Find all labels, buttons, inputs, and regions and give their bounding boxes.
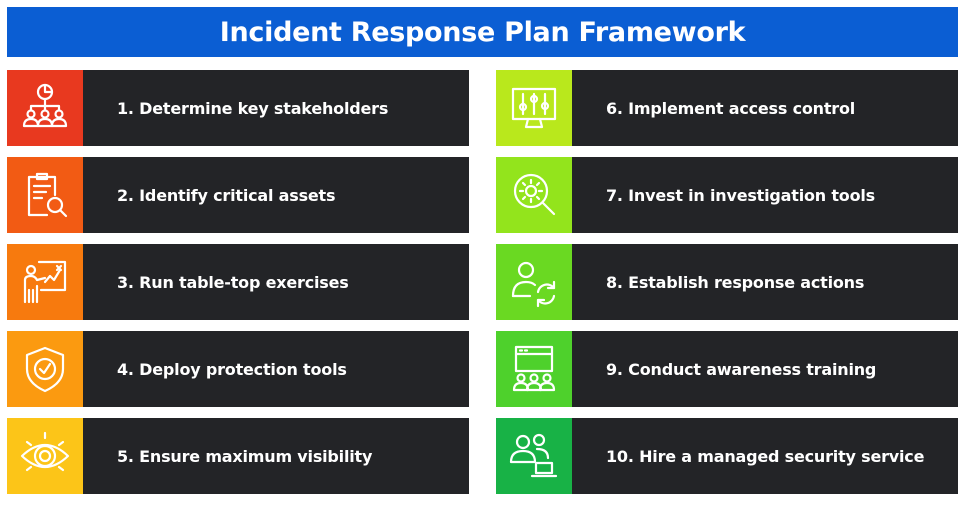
step-tile-7: [496, 157, 572, 233]
step-label-4: 4. Deploy protection tools: [83, 331, 469, 407]
step-label-10: 10. Hire a managed security service: [572, 418, 958, 494]
step-tile-9: [496, 331, 572, 407]
user-refresh-icon: [511, 261, 556, 308]
step-tile-5: [7, 418, 83, 494]
step-item-10: 10. Hire a managed security service: [496, 418, 958, 494]
step-tile-6: [496, 70, 572, 146]
step-item-6: 6. Implement access control: [496, 70, 958, 146]
step-tile-8: [496, 244, 572, 320]
step-item-8: 8. Establish response actions: [496, 244, 958, 320]
step-item-9: 9. Conduct awareness training: [496, 331, 958, 407]
document-search-icon: [27, 172, 68, 218]
steps-column-left: 1. Determine key stakeholders 2. Identif…: [7, 70, 469, 505]
step-item-2: 2. Identify critical assets: [7, 157, 469, 233]
users-laptop-icon: [509, 433, 558, 478]
step-label-9: 9. Conduct awareness training: [572, 331, 958, 407]
step-label-7: 7. Invest in investigation tools: [572, 157, 958, 233]
steps-column-right: 6. Implement access control 7. Invest in…: [496, 70, 958, 505]
step-item-1: 1. Determine key stakeholders: [7, 70, 469, 146]
step-item-3: 3. Run table-top exercises: [7, 244, 469, 320]
presentation-board-icon: [23, 260, 67, 304]
step-label-2: 2. Identify critical assets: [83, 157, 469, 233]
eye-icon: [20, 431, 70, 472]
step-tile-2: [7, 157, 83, 233]
step-item-5: 5. Ensure maximum visibility: [7, 418, 469, 494]
step-tile-10: [496, 418, 572, 494]
step-tile-3: [7, 244, 83, 320]
step-item-4: 4. Deploy protection tools: [7, 331, 469, 407]
gear-search-icon: [513, 173, 556, 216]
monitor-sliders-icon: [511, 87, 557, 129]
page-title: Incident Response Plan Framework: [7, 7, 958, 57]
step-tile-1: [7, 70, 83, 146]
step-label-8: 8. Establish response actions: [572, 244, 958, 320]
shield-check-icon: [25, 346, 65, 393]
step-label-6: 6. Implement access control: [572, 70, 958, 146]
step-tile-4: [7, 331, 83, 407]
browser-audience-icon: [512, 345, 556, 392]
step-label-5: 5. Ensure maximum visibility: [83, 418, 469, 494]
org-chart-icon: [22, 83, 68, 128]
step-item-7: 7. Invest in investigation tools: [496, 157, 958, 233]
step-label-1: 1. Determine key stakeholders: [83, 70, 469, 146]
step-label-3: 3. Run table-top exercises: [83, 244, 469, 320]
